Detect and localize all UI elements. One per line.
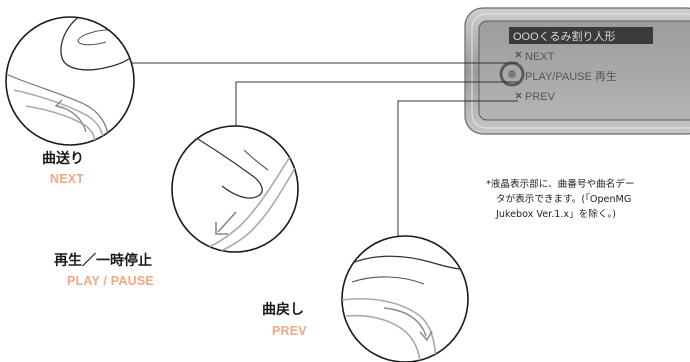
next-label-jp: 曲送り xyxy=(42,151,84,167)
rotate-arrow-icon xyxy=(383,307,427,337)
prev-arrow-icon xyxy=(515,92,522,99)
lcd-footnote: *液晶表示部に、曲番号や曲名デー タが表示できます。(「OpenMG Jukeb… xyxy=(486,177,690,222)
next-gesture-illustration xyxy=(5,16,135,146)
prev-gesture-illustration xyxy=(341,235,469,362)
lcd-row-prev: PREV xyxy=(525,91,556,103)
footnote-line: タが表示できます。(「OpenMG xyxy=(496,194,632,205)
play-gesture-illustration xyxy=(171,125,299,253)
press-arrow-icon xyxy=(217,211,237,233)
next-label-en: NEXT xyxy=(50,172,85,186)
play-label-en: PLAY / PAUSE xyxy=(67,274,154,288)
prev-label-en: PREV xyxy=(272,324,307,338)
footnote-line: *液晶表示部に、曲番号や曲名デー xyxy=(486,179,635,190)
play-label-jp: 再生／一時停止 xyxy=(54,253,152,269)
lcd-row-play: PLAY/PAUSE 再生 xyxy=(525,69,617,83)
lcd-header-text: OOOくるみ割り人形 xyxy=(513,29,615,43)
prev-label-jp: 曲戻し xyxy=(262,302,304,318)
lcd-header-bar xyxy=(509,27,653,44)
leader-lines xyxy=(132,62,518,237)
footnote-line: Jukebox Ver.1.x」を除く。) xyxy=(496,209,616,220)
lcd-device: OOOくるみ割り人形 NEXT PLAY/PAUSE 再生 PREV xyxy=(464,7,690,135)
lcd-row-next: NEXT xyxy=(525,51,555,63)
next-arrow-icon xyxy=(515,51,522,58)
